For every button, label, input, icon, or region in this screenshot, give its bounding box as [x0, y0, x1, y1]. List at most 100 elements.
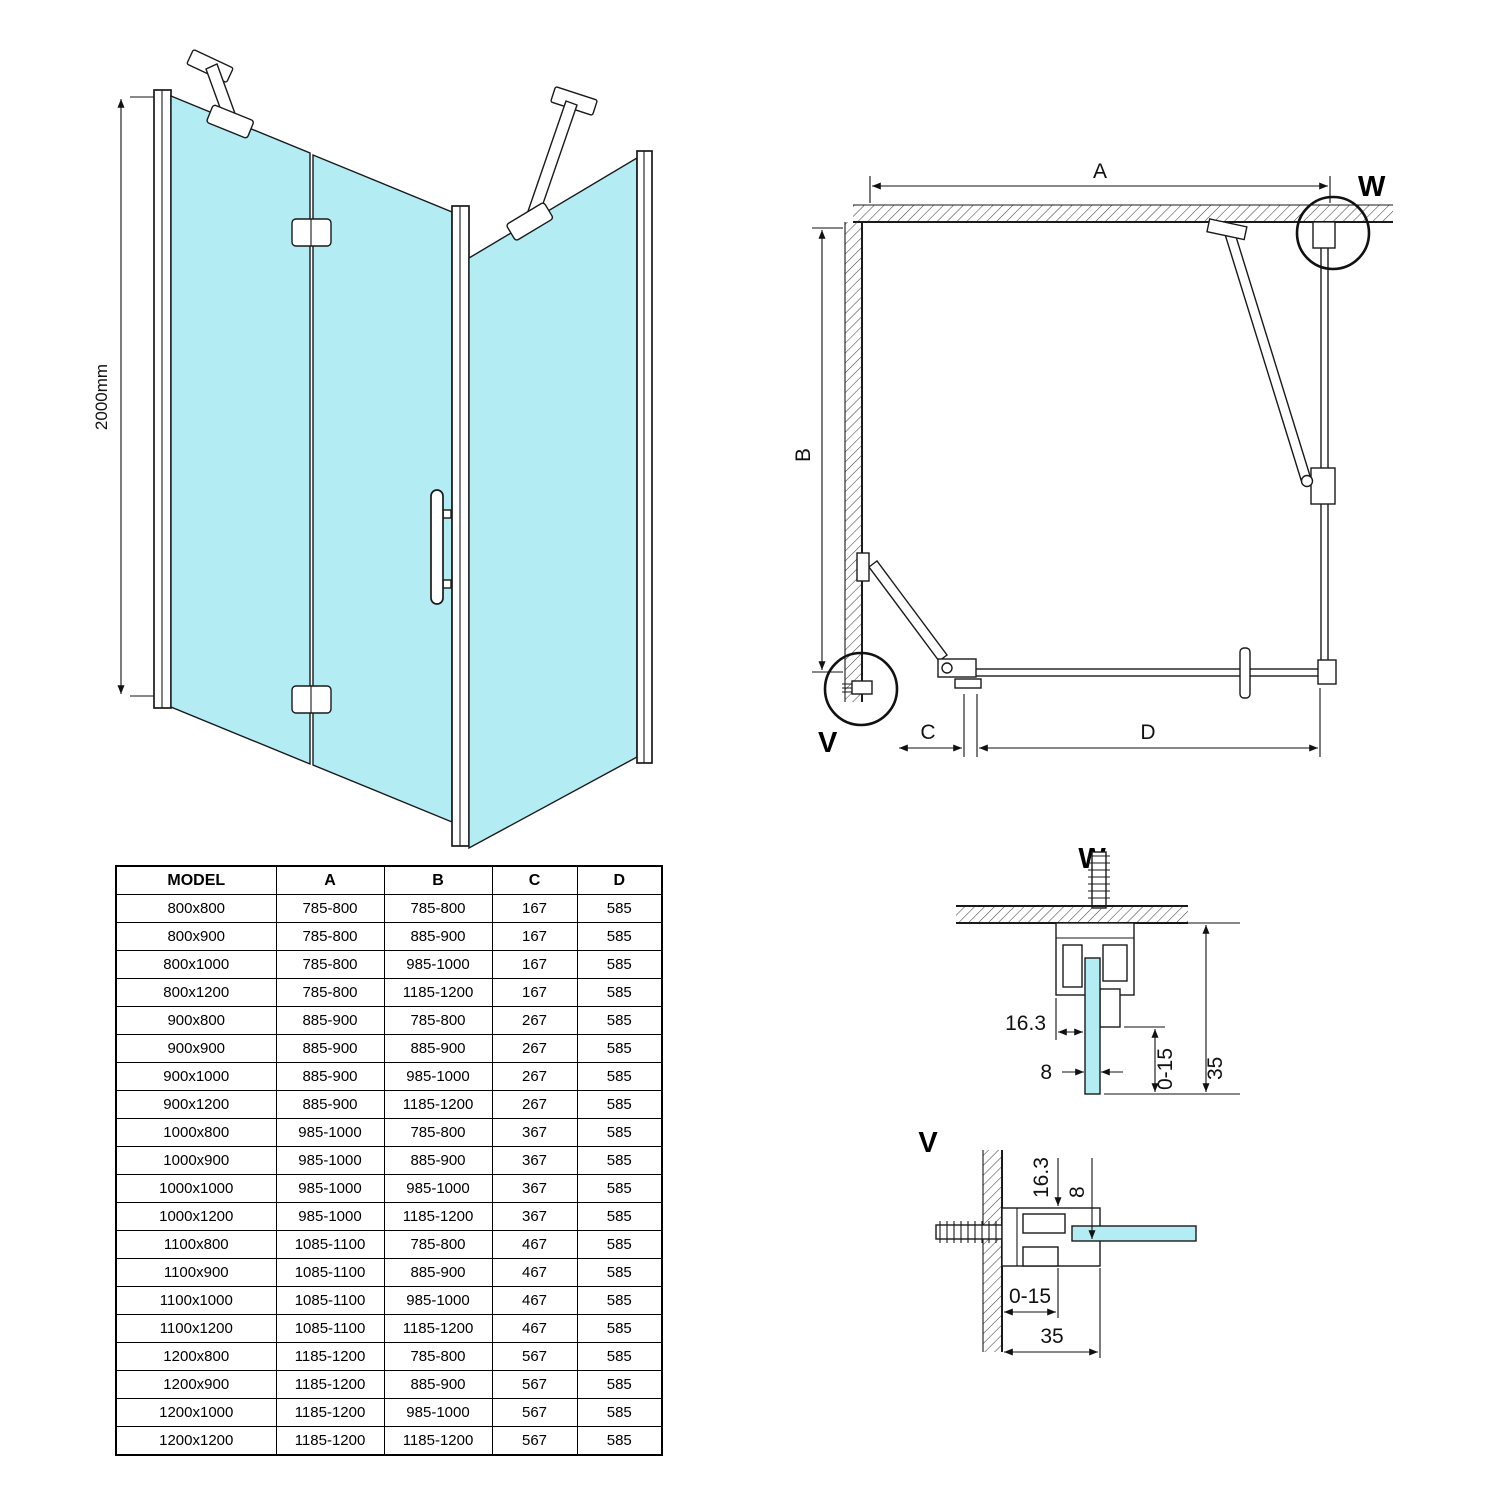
- table-cell: 885-900: [383, 1146, 493, 1175]
- table-cell: 585: [576, 978, 663, 1007]
- table-cell: 585: [576, 1426, 663, 1456]
- detail-w-dim-profile: 35: [1138, 922, 1240, 1092]
- table-cell: 1000x900: [115, 1146, 277, 1175]
- support-bar-left: [186, 49, 254, 139]
- plan-dim-d: D: [976, 688, 1321, 757]
- table-cell: 167: [491, 922, 578, 951]
- table-cell: 885-900: [383, 1258, 493, 1287]
- detail-v-view: V 16.3 8: [918, 1127, 1197, 1358]
- plan-view: A B: [792, 160, 1393, 759]
- door-hinge-top: [291, 218, 332, 247]
- glass-clamp: [206, 104, 254, 139]
- table-cell: 985-1000: [275, 1118, 385, 1147]
- door-hinge-bottom: [291, 685, 332, 714]
- table-cell: 585: [576, 1286, 663, 1315]
- table-cell: 1185-1200: [383, 1426, 493, 1456]
- table-cell: 1100x800: [115, 1230, 277, 1259]
- table-cell: 885-900: [275, 1006, 385, 1035]
- detail-w-glass: [1084, 957, 1101, 1095]
- table-cell: 1185-1200: [275, 1398, 385, 1427]
- table-cell: 167: [491, 978, 578, 1007]
- handle-plan: [1239, 647, 1251, 699]
- table-cell: 367: [491, 1174, 578, 1203]
- table-cell: 885-900: [383, 922, 493, 951]
- support-bar-plan: [1223, 226, 1312, 484]
- pivot: [941, 662, 953, 674]
- table-cell: 985-1000: [383, 1398, 493, 1427]
- table-cell: 467: [491, 1314, 578, 1343]
- table-cell: 1185-1200: [383, 1314, 493, 1343]
- table-cell: 1185-1200: [383, 1202, 493, 1231]
- table-cell: 785-800: [383, 894, 493, 923]
- table-cell: 1000x800: [115, 1118, 277, 1147]
- table-cell: 467: [491, 1230, 578, 1259]
- table-cell: 585: [576, 1342, 663, 1371]
- detail-w-offset-label: 16.3: [1005, 1012, 1046, 1035]
- table-cell: 585: [576, 1230, 663, 1259]
- support-bar-plan: [868, 560, 948, 662]
- wall-profile-plan: [1312, 221, 1336, 249]
- table-cell: 1200x900: [115, 1370, 277, 1399]
- detail-v-profile-label: 35: [1040, 1325, 1063, 1348]
- table-cell: 1200x1000: [115, 1398, 277, 1427]
- table-cell: 985-1000: [383, 1174, 493, 1203]
- iso-height-dimension: 2000mm: [92, 96, 158, 697]
- door-glass-plan: [974, 668, 1323, 677]
- plan-dim-c: C: [899, 694, 965, 757]
- detail-v-offset-label: 16.3: [1030, 1157, 1053, 1198]
- table-cell: 585: [576, 1174, 663, 1203]
- detail-w-glass-label: 8: [1040, 1061, 1052, 1084]
- table-cell: 585: [576, 1398, 663, 1427]
- detail-w-dim-glass: 8: [1040, 1061, 1123, 1084]
- detail-w-callout-circle: [1295, 195, 1371, 271]
- detail-v-anchor-rod: [935, 1221, 1003, 1243]
- side-glass-panel: [468, 156, 638, 850]
- table-cell: 785-800: [383, 1118, 493, 1147]
- plan-door-panel: [856, 552, 1337, 699]
- column-header: C: [491, 865, 578, 895]
- detail-w-dim-adjust: 0-15: [1104, 1026, 1240, 1095]
- table-cell: 900x1000: [115, 1062, 277, 1091]
- table-cell: 785-800: [275, 922, 385, 951]
- table-cell: 585: [576, 1202, 663, 1231]
- plan-detail-v-label: V: [818, 727, 838, 759]
- table-cell: 985-1000: [383, 1286, 493, 1315]
- table-cell: 267: [491, 1034, 578, 1063]
- table-cell: 1000x1000: [115, 1174, 277, 1203]
- table-cell: 585: [576, 1258, 663, 1287]
- detail-v-dim-glass: 8: [1066, 1158, 1104, 1239]
- table-cell: 985-1000: [275, 1146, 385, 1175]
- table-cell: 567: [491, 1426, 578, 1456]
- table-cell: 1085-1100: [275, 1258, 385, 1287]
- support-bar-right: [506, 86, 598, 241]
- table-cell: 985-1000: [275, 1202, 385, 1231]
- table-cell: 1085-1100: [275, 1230, 385, 1259]
- adjustable-clamp: [1022, 1246, 1059, 1267]
- table-cell: 585: [576, 1314, 663, 1343]
- top-wall-hatch: [853, 205, 1393, 222]
- table-cell: 267: [491, 1062, 578, 1091]
- table-cell: 585: [576, 922, 663, 951]
- corner-connector: [1317, 659, 1337, 685]
- plan-dim-b: B: [792, 227, 843, 673]
- column-header: D: [576, 865, 663, 895]
- hinge-plate: [954, 678, 982, 689]
- wall-bracket-plan: [856, 552, 870, 582]
- table-cell: 985-1000: [383, 950, 493, 979]
- table-cell: 267: [491, 1090, 578, 1119]
- table-cell: 985-1000: [383, 1062, 493, 1091]
- bar-connector: [1310, 467, 1336, 505]
- column-header: A: [275, 865, 385, 895]
